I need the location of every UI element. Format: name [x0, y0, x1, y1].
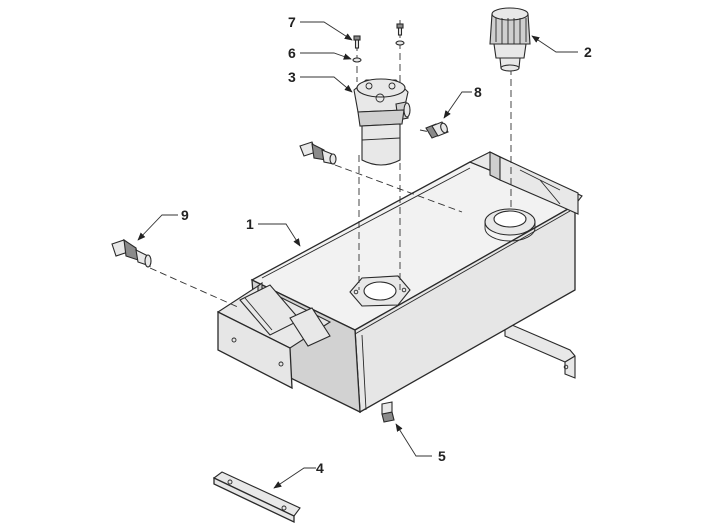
callout-2: 2: [584, 44, 592, 60]
screw-7: [353, 35, 361, 49]
filter-flange: [349, 275, 411, 307]
fitting-filter-side: [299, 141, 337, 165]
callout-6: 6: [288, 45, 296, 61]
return-filter: [353, 78, 411, 166]
callout-7: 7: [288, 14, 296, 30]
fitting-8: [425, 121, 449, 139]
rear-bracket: [504, 321, 576, 379]
strap-4: [212, 471, 301, 524]
washer-6: [352, 57, 362, 63]
callout-leaders: [137, 21, 578, 489]
callout-5: 5: [438, 448, 446, 464]
drain-plug-5: [381, 401, 395, 423]
hydraulic-tank: [216, 151, 583, 414]
breather-cap: [489, 7, 531, 72]
callout-4: 4: [316, 460, 324, 476]
callout-8: 8: [474, 84, 482, 100]
top-flange: [468, 151, 583, 215]
callout-3: 3: [288, 69, 296, 85]
fitting-9: [111, 238, 152, 268]
callout-9: 9: [181, 207, 189, 223]
screw-right: [395, 23, 405, 46]
callout-1: 1: [246, 216, 254, 232]
left-bracket: [216, 281, 332, 390]
filler-opening: [484, 208, 536, 242]
callout-labels: 1 2 3 4 5 6 7 8 9: [181, 14, 592, 476]
